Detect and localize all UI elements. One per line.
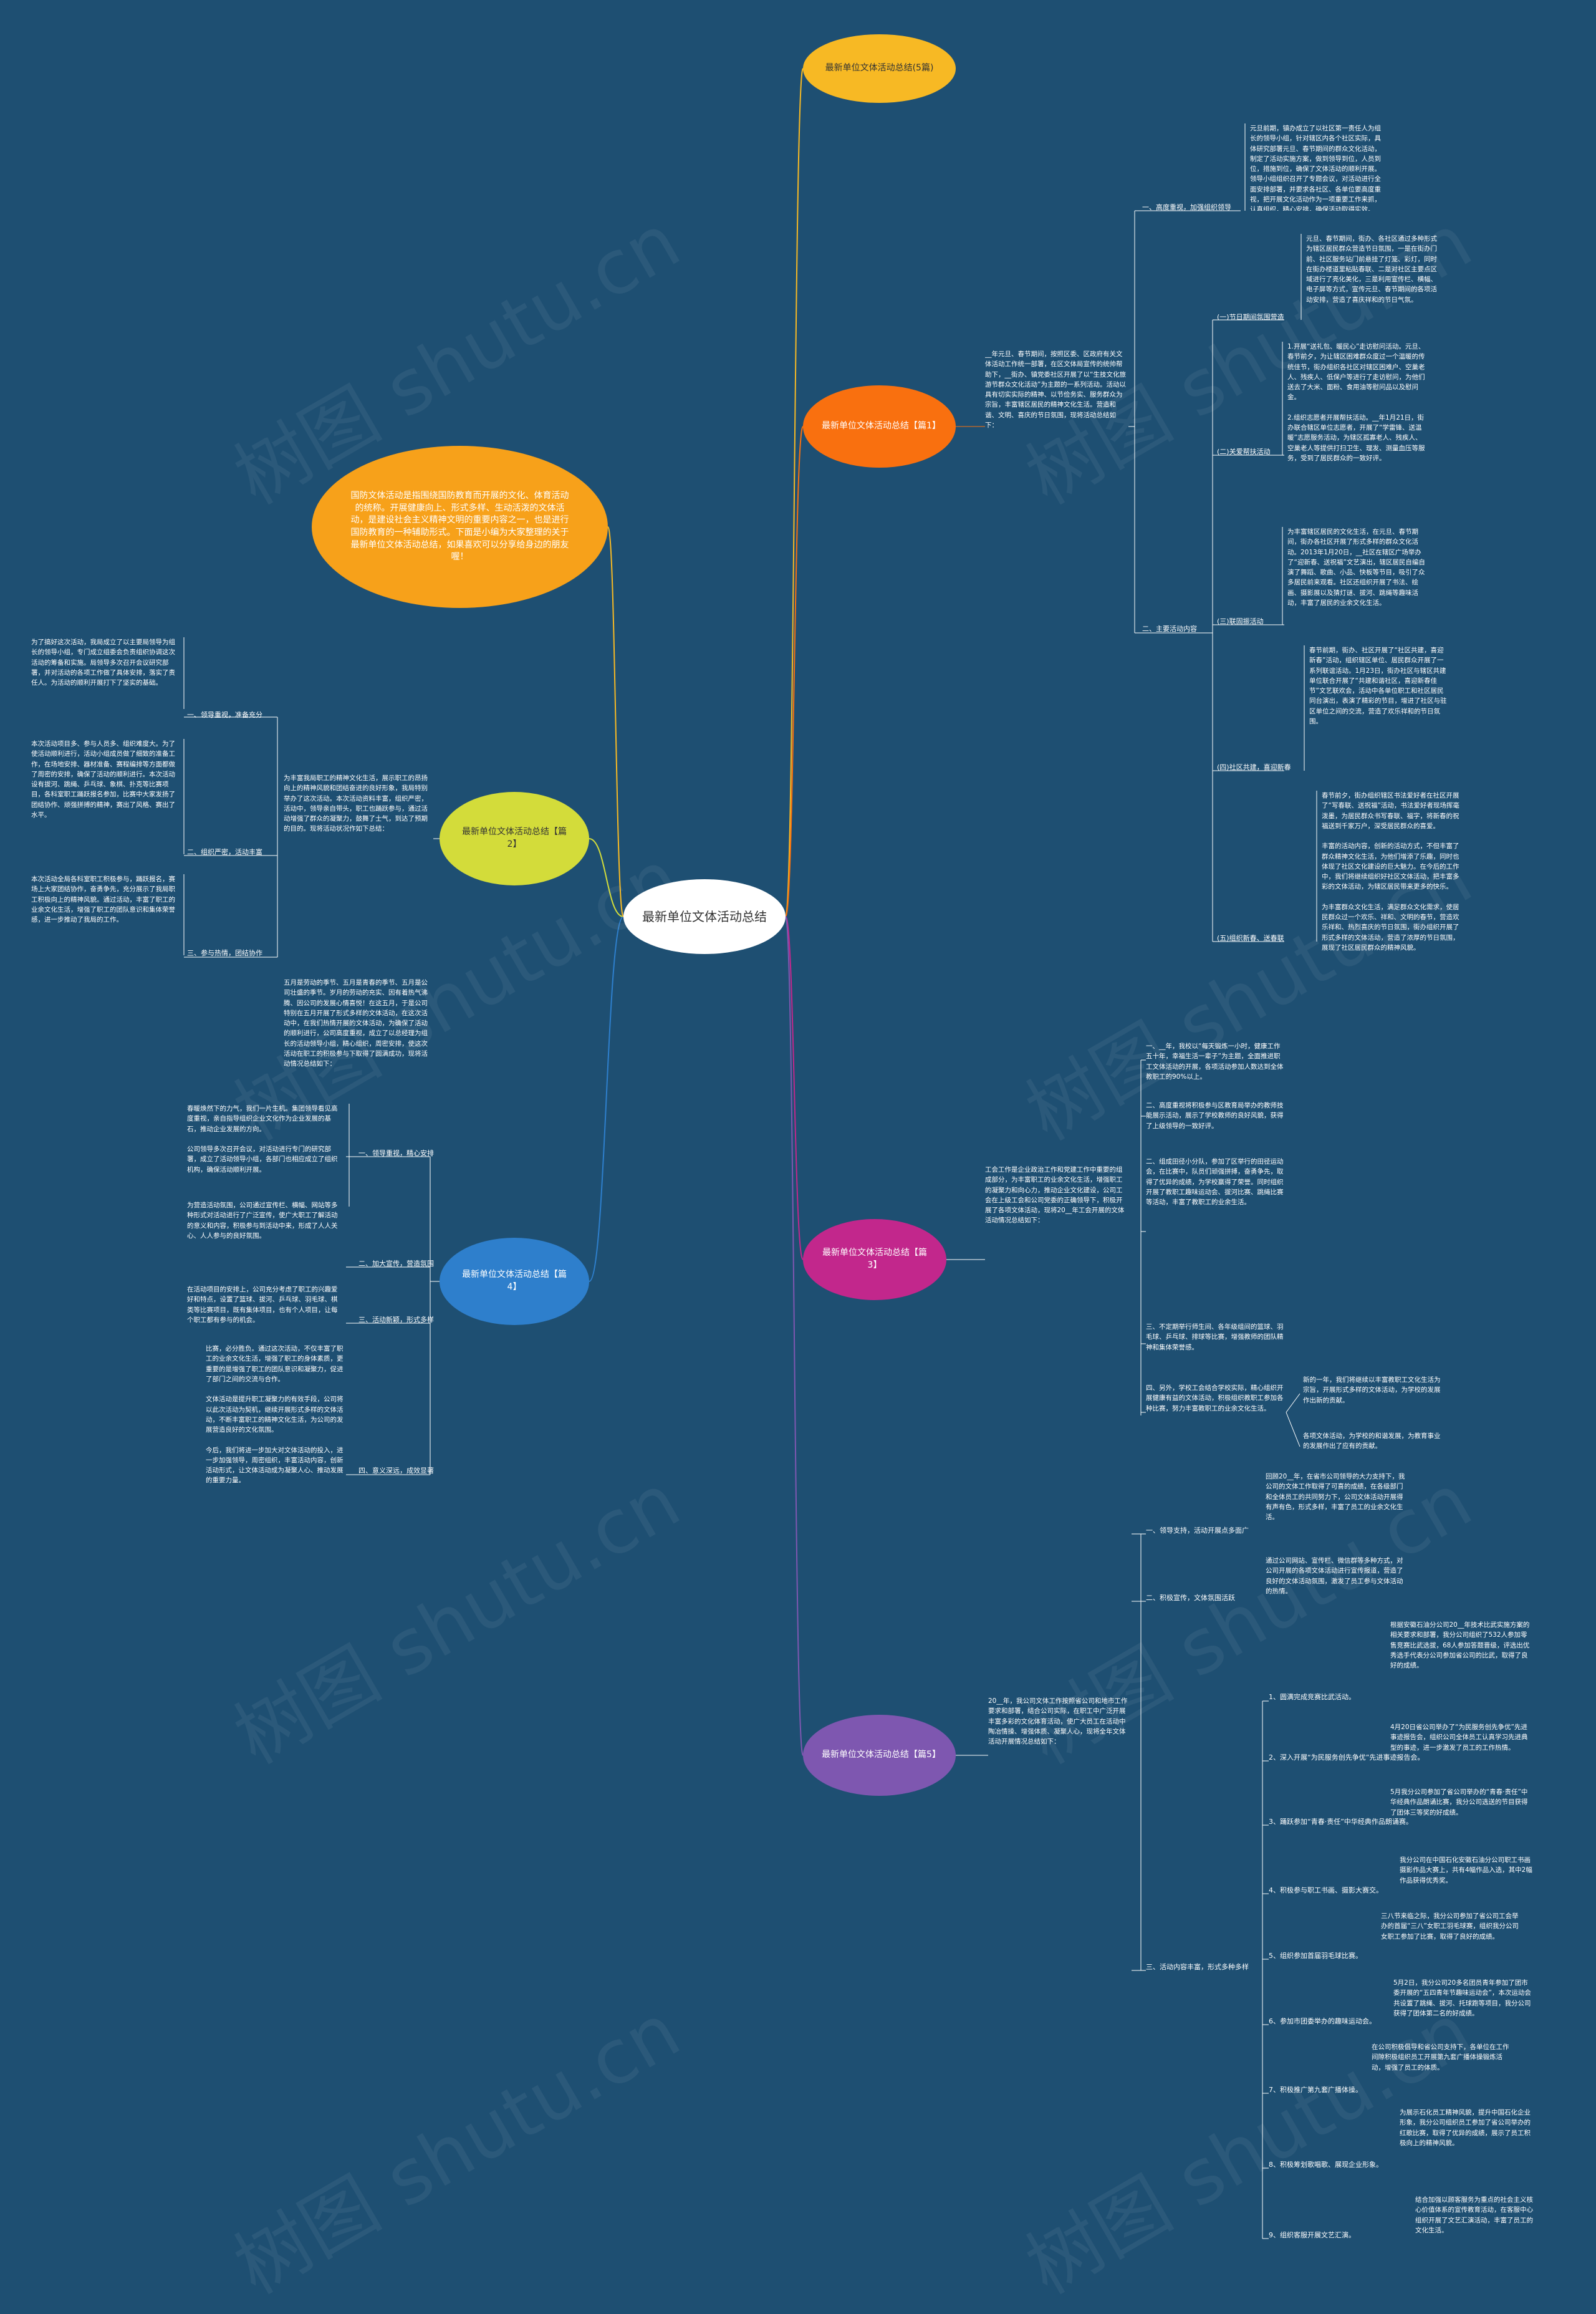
b1-c2-label[interactable]: (二)关爱帮扶活动: [1217, 448, 1271, 456]
connector-line: [1286, 1412, 1300, 1447]
b1-c1-label[interactable]: (一)节日期间氛围营造: [1217, 313, 1284, 321]
b1-c4-label[interactable]: (四)社区共建，喜迎新春: [1217, 763, 1291, 771]
b4-s4-text: 比赛，必分胜负。通过这次活动，不仅丰富了职工的业余文化生活，增强了职工的身体素质…: [206, 1345, 344, 1485]
b1-c3-text: 为丰富辖区居民的文化生活，在元旦、春节期间，街办各社区开展了形式多样的群众文化活…: [1287, 528, 1425, 607]
connector-line: [785, 68, 804, 917]
root-label: 最新单位文体活动总结: [642, 909, 767, 924]
b5-item-4-label[interactable]: 4、积极参与职工书画、摄影大赛交。: [1269, 1886, 1383, 1894]
b5-item-7-label[interactable]: 7、积极推广第九套广播体操。: [1269, 2086, 1362, 2094]
b3-s5: 四、另外，学校工会结合学校实际，精心组织开展健康有益的文体活动，积极组织教职工参…: [1146, 1384, 1284, 1412]
b1-c2-text: 1.开展“送礼包、暖民心”走访慰问活动。元旦、春节前夕，为让辖区困难群众度过一个…: [1287, 343, 1425, 462]
b5-item-8-text: 为展示石化员工精神风貌，提升中国石化企业形象，我分公司组织员工参加了省公司举办的…: [1400, 2109, 1531, 2147]
b5-item-6-label[interactable]: 6、参加市团委举办的趣味运动会。: [1269, 2017, 1376, 2025]
b2-s3-label[interactable]: 三、参与热情，团结协作: [187, 949, 262, 957]
b5-item-6-text: 5月2日，我分公司20多名团员青年参加了团市委开展的“五四青年节趣味运动会”，本…: [1393, 1979, 1531, 2017]
b2-s1-text: 为了搞好这次活动，我局成立了以主要局领导为组长的领导小组，专门成立组委会负责组织…: [31, 639, 175, 687]
b4-s1-label[interactable]: 一、领导重视，精心安排: [358, 1149, 434, 1157]
b3-s7: 各项文体活动，为学校的和谐发展，为教育事业的发展作出了应有的贡献。: [1303, 1432, 1441, 1450]
b2-s2-label[interactable]: 二、组织严密，活动丰富: [187, 848, 262, 856]
b5-item-1-text: 根据安徽石油分公司20__年技术比武实施方案的相关要求和部署，我分公司组织了53…: [1390, 1621, 1530, 1670]
branch-3[interactable]: 最新单位文体活动总结【篇3】: [803, 1219, 946, 1300]
b2-s2-text: 本次活动项目多、参与人员多、组织难度大。为了使活动顺利进行，活动小组成员做了细致…: [31, 740, 175, 819]
b1-c3-label[interactable]: (三)联固振活动: [1217, 617, 1264, 625]
b3-summary: 工会工作是企业政治工作和党建工作中重要的组成部分，为丰富职工的业余文化生活，增强…: [985, 1166, 1125, 1225]
b4-s1-text: 春暖焕然下的力气，我们一片生机。集团领导看见高度重视，亲自指导组织企业文化作为企…: [187, 1105, 338, 1174]
b1-c5-text: 春节前夕，街办组织辖区书法爱好者在社区开展了“写春联、送祝福”活动，书法爱好者现…: [1322, 792, 1459, 952]
branch-2[interactable]: 最新单位文体活动总结【篇2】: [440, 792, 589, 885]
b2-s1-label[interactable]: 一、领导重视，准备充分: [187, 711, 262, 719]
connector-line: [589, 916, 624, 1282]
b5-s1-text: 回顾20__年，在省市公司领导的大力支持下，我公司的文体工作取得了可喜的成绩，在…: [1266, 1473, 1405, 1521]
b4-s2-label[interactable]: 二、加大宣传，营造氛围: [358, 1260, 434, 1268]
b5-item-5-text: 三八节来临之际，我分公司参加了省公司工会举办的首届“三八”女职工羽毛球赛，组织我…: [1381, 1912, 1519, 1940]
intro-text: 国防文体活动是指围绕国防教育而开展的文化、体育活动的统称。开展健康向上、形式多样…: [350, 491, 569, 562]
branch-5[interactable]: 最新单位文体活动总结【篇5】: [803, 1715, 956, 1796]
b5-item-1-label[interactable]: 1、圆满完成竞赛比武活动。: [1269, 1693, 1355, 1701]
b4-s2-text: 为营造活动氛围，公司通过宣传栏、横幅、网站等多种形式对活动进行了广泛宣传，使广大…: [187, 1202, 338, 1240]
b4-s3-label[interactable]: 三、活动新颖，形式多样: [358, 1316, 434, 1324]
b5-s2-label[interactable]: 二、积极宣传，文体氛围活跃: [1146, 1594, 1235, 1602]
branch-4[interactable]: 最新单位文体活动总结【篇4】: [440, 1238, 589, 1325]
b5-item-9-label[interactable]: 9、组织客服开展文艺汇演。: [1269, 2231, 1355, 2239]
connector-line: [785, 916, 804, 1260]
b1-c5-label[interactable]: (五)组织新春、送春联: [1217, 934, 1284, 942]
b5-item-4-text: 我分公司在中国石化安徽石油分公司职工书画摄影作品大赛上，共有4幅作品入选，其中2…: [1400, 1856, 1532, 1884]
intro-node[interactable]: 国防文体活动是指围绕国防教育而开展的文化、体育活动的统称。开展健康向上、形式多样…: [312, 446, 608, 608]
connector-line: [785, 426, 804, 917]
connector-line: [607, 526, 624, 917]
b5-item-3-label[interactable]: 3、踊跃参加“青春·责任”中华经典作品朗诵赛。: [1269, 1818, 1413, 1826]
b1-c4-text: 春节前期，街办、社区开展了“社区共建，喜迎新春”活动，组织辖区单位、居民群众开展…: [1309, 647, 1447, 725]
b5-item-7-text: 在公司积极倡导和省公司支持下，各单位在工作间隙积极组织员工开展第九套广播体操锻炼…: [1372, 2043, 1509, 2071]
b5-item-2-text: 4月20日省公司举办了“为民服务创先争优”先进事迹报告会，组织公司全体员工认真学…: [1390, 1723, 1528, 1752]
b3-s3: 二、组成田径小分队，参加了区举行的田径运动会，在比赛中，队员们顽强拼搏，奋勇争先…: [1146, 1158, 1284, 1207]
branch-5-summary[interactable]: 最新单位文体活动总结(5篇): [803, 34, 956, 103]
b1-c1-text: 元旦、春节期间，街办、各社区通过多种形式为辖区居民群众营造节日氛围，一是在街办门…: [1306, 235, 1437, 304]
b4-s4-label[interactable]: 四、意义深远，成效显著: [358, 1467, 434, 1475]
b1-s1-label[interactable]: 一、高度重视，加强组织领导: [1142, 203, 1231, 211]
b1-summary: __年元旦、春节期间，按照区委、区政府有关文体活动工作统一部署，在区文体局宣传的…: [985, 350, 1126, 429]
b5-summary: 20__年，我公司文体工作按照省公司和地市工作要求和部署，结合公司实际，在职工中…: [988, 1697, 1128, 1746]
b1-s1-text: 元旦前期，镇办成立了以社区第一责任人为组长的领导小组，针对辖区内各个社区实际，具…: [1250, 125, 1381, 211]
branch-1[interactable]: 最新单位文体活动总结【篇1】: [803, 385, 956, 468]
b5-s2-text: 通过公司网站、宣传栏、微信群等多种方式，对公司开展的各项文体活动进行宣传报道，营…: [1266, 1557, 1403, 1595]
b2-summary: 为丰富我局职工的精神文化生活，展示职工的昂扬向上的精神风貌和团结奋进的良好形象，…: [284, 774, 428, 833]
b3-s6: 新的一年，我们将继续以丰富教职工文化生活为宗旨，开展形式多样的文体活动，为学校的…: [1303, 1376, 1441, 1404]
b5-item-5-label[interactable]: 5、组织参加首届羽毛球比赛。: [1269, 1952, 1362, 1960]
b3-s1: 一、__年，我校以“每天锻炼一小时，健康工作五十年，幸福生活一辈子”为主题，全面…: [1146, 1043, 1284, 1081]
connector-line: [1286, 1393, 1300, 1413]
b5-item-3-text: 5月我分公司参加了省公司举办的“青春·责任”中华经典作品朗诵比赛，我分公司选送的…: [1390, 1788, 1528, 1816]
b2-s3-text: 本次活动全局各科室职工积极参与，踊跃报名，赛场上大家团结协作，奋勇争先，充分展示…: [31, 875, 175, 924]
b4-summary: 五月是劳动的季节、五月是青春的季节、五月是公司壮盛的季节。岁月的劳动的充实、因有…: [284, 979, 428, 1068]
connector-line: [589, 838, 624, 917]
b5-s3-label[interactable]: 三、活动内容丰富，形式多种多样: [1146, 1963, 1249, 1971]
b4-s3-text: 在活动项目的安排上，公司充分考虑了职工的兴趣爱好和特点，设置了篮球、拔河、乒乓球…: [187, 1286, 338, 1324]
b5-item-9-text: 结合加强以顾客服务为重点的社会主义核心价值体系的宣传教育活动，在客服中心组织开展…: [1415, 2196, 1533, 2234]
b5-item-8-label[interactable]: 8、积极筹划歌唱歌、展现企业形象。: [1269, 2161, 1383, 2169]
connector-line: [785, 916, 804, 1756]
b1-s2-label[interactable]: 二、主要活动内容: [1142, 625, 1197, 633]
root-node[interactable]: 最新单位文体活动总结: [623, 879, 786, 954]
b3-s2: 二、高度重视将积极参与区教育局举办的教师技能展示活动，展示了学校教师的良好风貌，…: [1146, 1102, 1284, 1130]
b5-item-2-label[interactable]: 2、深入开展“为民服务创先争优”先进事迹报告会。: [1269, 1753, 1425, 1762]
b5-s1-label[interactable]: 一、领导支持，活动开展点多面广: [1146, 1526, 1249, 1535]
b3-s4: 三、不定期举行师生间、各年级组间的篮球、羽毛球、乒乓球、排球等比赛，增强教师的团…: [1146, 1323, 1284, 1351]
